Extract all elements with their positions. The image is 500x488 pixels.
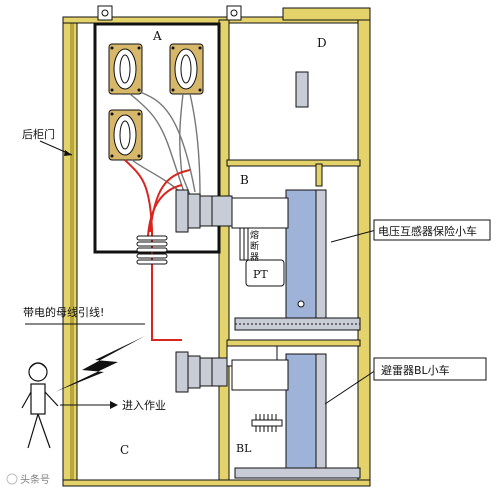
compartment-d-panel [228,22,359,161]
callout-pt-truck-text: 电压互感器保险小车 [378,224,477,238]
left-frame-post-inner [70,20,74,486]
label-a: A [152,29,162,43]
lightning-bolt [55,336,145,392]
watermark-icon [6,473,18,485]
label-bl: BL [236,442,252,455]
label-fuse-2: 断 [250,240,259,252]
mid-shelf-b [226,159,361,167]
live-bus-lead [124,159,191,341]
truck-bl-back-panel [285,353,317,471]
truck-bl-body [231,359,289,391]
right-top-frame [282,7,371,21]
compartment-d: D [228,22,359,187]
bushing-top-right [169,43,204,95]
live-bus-warning: 带电的母线引线! [23,305,145,392]
label-c: C [120,443,129,457]
rear-door-callout: 后柜门 [22,127,73,156]
label-fuse-1: 熔 [250,229,259,241]
lifting-lug-left-hole [101,9,109,17]
enter-work-text: 进入作业 [122,399,166,412]
compartment-a: A [93,22,221,341]
live-bus-warning-text: 带电的母线引线! [23,305,104,319]
arrester-truck: BL [231,353,361,479]
truck-b-wheel [297,300,305,308]
lifting-lug-right-hole [230,9,238,17]
label-pt: PT [253,268,268,281]
truck-c-contacts [175,351,228,393]
callout-arrester-text: 避雷器BL小车 [381,363,450,377]
rear-door-label: 后柜门 [22,127,55,141]
truck-b-front-panel [315,189,327,319]
watermark: 头条号 [6,473,50,486]
truck-b-base [234,317,361,331]
label-d: D [317,36,327,50]
bushing-bottom-left [108,109,143,161]
callout-pt-truck: 电压互感器保险小车 [330,219,491,243]
truck-b-contact-arm [231,197,289,229]
truck-bl-base [234,467,361,479]
compartment-b: B 熔 断 器 PT [175,173,361,331]
watermark-text: 头条号 [20,473,50,486]
callout-arrester-truck: 避雷器BL小车 [324,357,487,405]
callout-pt-truck-box [373,219,491,241]
ct-coil [136,235,168,265]
fuse-body [239,227,249,261]
enter-work-arrow: 进入作业 [60,399,166,412]
compartment-d-slider [295,71,309,108]
right-frame-post [357,19,371,487]
pt-body [245,259,285,287]
bushing-top-left [108,43,143,95]
label-fuse-3: 器 [250,252,259,263]
arrester-coil [251,414,283,432]
truck-bl-front-panel [315,353,327,471]
cabinet-frame [62,5,371,487]
truck-b-contacts [175,189,233,233]
label-b: B [240,173,249,187]
mid-shelf-c [226,339,361,347]
truck-b-back-panel [285,189,317,319]
bottom-frame-bar [62,479,371,487]
callout-arrester-box [373,357,487,381]
compartment-d-hook [315,163,323,187]
worker-figure [21,362,59,449]
